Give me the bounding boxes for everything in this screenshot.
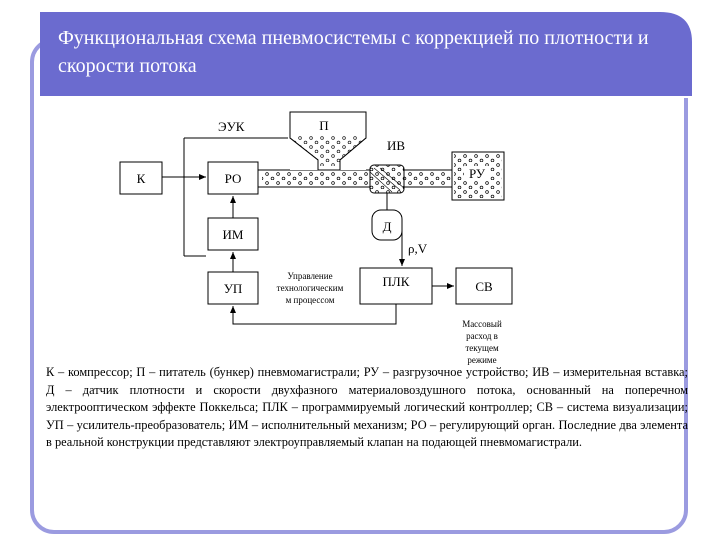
mass-line-1: Массовый <box>462 319 502 329</box>
label-im: ИМ <box>223 227 244 242</box>
control-line-2: технологическим <box>277 283 344 293</box>
mass-line-4: режиме <box>467 355 496 365</box>
euk-bracket <box>183 137 288 257</box>
label-ru: РУ <box>469 166 486 181</box>
slide-title: Функциональная схема пневмосистемы с кор… <box>58 27 649 77</box>
mass-line-2: расход в <box>466 331 498 341</box>
block-k <box>119 161 163 195</box>
pipeline <box>258 169 452 188</box>
unloader-ru <box>451 151 505 201</box>
block-up <box>207 271 259 305</box>
label-k: К <box>137 171 146 186</box>
label-iv: ИВ <box>387 138 405 153</box>
hopper-p <box>289 111 367 171</box>
measuring-insert <box>369 164 405 194</box>
control-line-3: м процессом <box>286 295 335 305</box>
label-euk: ЭУК <box>218 119 245 134</box>
label-sv: СВ <box>475 279 493 294</box>
arrow-plk-up <box>230 304 397 325</box>
label-d: Д <box>383 219 392 234</box>
mass-line-3: текущем <box>465 343 499 353</box>
label-plk: ПЛК <box>383 274 410 289</box>
label-up: УП <box>224 281 243 296</box>
block-im <box>207 217 259 251</box>
label-ro: РО <box>225 171 242 186</box>
block-ro <box>207 161 259 195</box>
label-p: П <box>319 118 328 133</box>
caption-legend: К – компрессор; П – питатель (бункер) пн… <box>46 365 688 450</box>
block-plk <box>359 267 433 305</box>
title-banner <box>40 12 692 96</box>
block-sv <box>455 267 513 305</box>
control-line-1: Управление <box>287 271 332 281</box>
label-rho-v: ρ,V <box>408 241 428 256</box>
